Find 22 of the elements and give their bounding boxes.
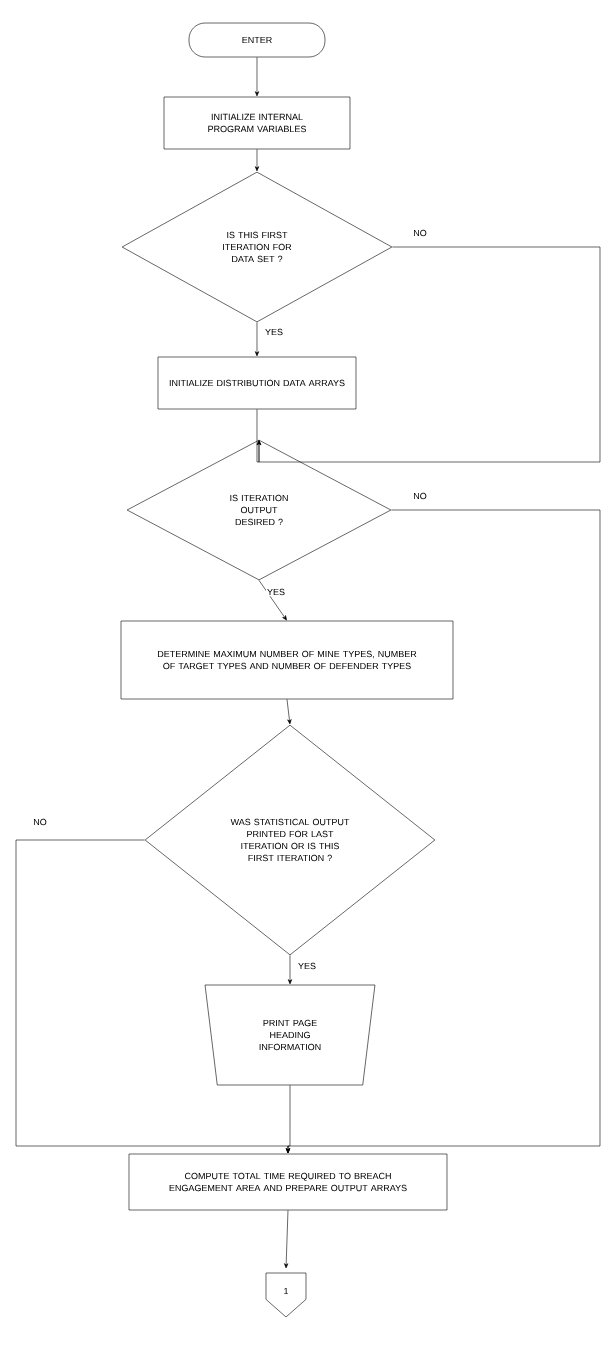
arrow — [254, 149, 260, 172]
arrow — [254, 57, 260, 97]
edge-label: NO — [32, 817, 48, 827]
arrow — [254, 322, 260, 357]
arrow — [285, 1085, 291, 1154]
off-page-connector: 1 — [265, 1272, 307, 1318]
terminal-box: ENTER — [188, 22, 326, 58]
arrow — [256, 409, 262, 463]
process-box: DETERMINE MAXIMUM NUMBER OF MINE TYPES, NUMBER OF TARGET TYPES AND NUMBER OF DEFENDER TYPES — [120, 620, 454, 700]
arrow — [287, 955, 293, 985]
edge-label: NO — [412, 228, 428, 238]
edge-label: YES — [264, 327, 284, 337]
arrow — [286, 699, 292, 725]
process-box: INITIALIZE DISTRIBUTION DATA ARRAYS — [157, 356, 357, 410]
process-box: COMPUTE TOTAL TIME REQUIRED TO BREACH ENGAGEMENT AREA AND PREPARE OUTPUT ARRAYS — [128, 1153, 448, 1211]
process-box: INITIALIZE INTERNAL PROGRAM VARIABLES — [163, 96, 351, 150]
arrow — [284, 1210, 289, 1269]
arrow — [258, 580, 287, 621]
manual-operation-box: PRINT PAGE HEADING INFORMATION — [204, 984, 376, 1086]
edge-label: NO — [412, 491, 428, 501]
edge-label: YES — [297, 961, 317, 971]
edge-label: YES — [266, 587, 286, 597]
